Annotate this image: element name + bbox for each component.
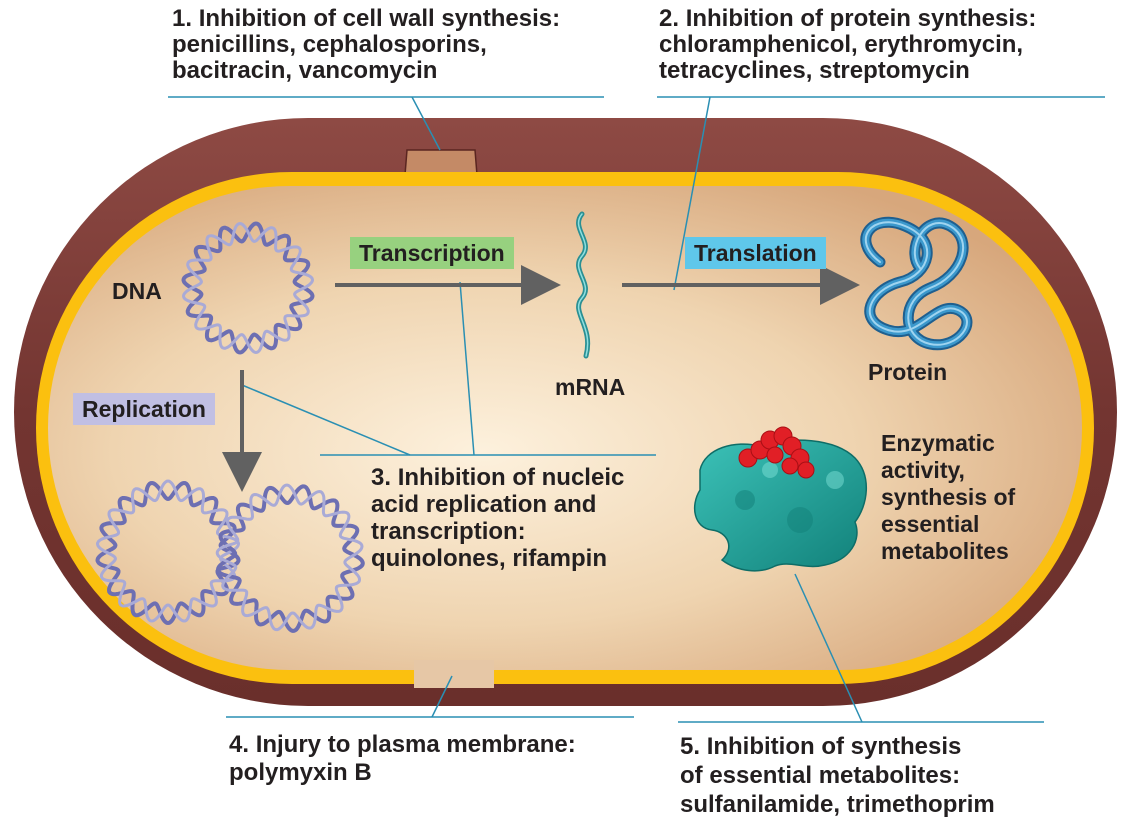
enzyme-icon — [693, 439, 868, 572]
leader-1 — [411, 96, 441, 151]
caption-2: 2. Inhibition of protein synthesis: chlo… — [659, 5, 1037, 84]
dna-label: DNA — [112, 278, 162, 304]
dna-circle-icon — [181, 221, 315, 355]
leader-2 — [673, 96, 711, 291]
caption-1: 1. Inhibition of cell wall synthesis: pe… — [172, 5, 561, 84]
transcription-tag: Transcription — [350, 237, 514, 269]
translation-tag: Translation — [685, 237, 826, 269]
mrna-label: mRNA — [555, 374, 626, 400]
mrna-strand-highlight — [577, 213, 589, 357]
leader-3-a — [459, 281, 475, 456]
protein-icon — [860, 216, 973, 351]
membrane-gap — [414, 660, 494, 688]
caption-4: 4. Injury to plasma membrane: polymyxin … — [229, 731, 576, 786]
leader-5 — [794, 573, 863, 723]
substrate-icon — [738, 426, 815, 479]
protein-label: Protein — [868, 359, 948, 385]
caption-3: 3. Inhibition of nucleic acid replicatio… — [371, 464, 625, 572]
cell-wall-notch — [404, 149, 478, 176]
leader-3-b — [241, 384, 411, 456]
caption-5: 5. Inhibition of synthesis of essential … — [680, 733, 995, 818]
replication-tag: Replication — [73, 393, 215, 425]
process-arrows — [222, 265, 860, 492]
replicated-dna-icon — [95, 479, 365, 633]
leader-lines — [168, 96, 1105, 723]
enzyme-label: Enzymatic activity, synthesis of essenti… — [881, 430, 1016, 564]
leader-4 — [431, 675, 453, 718]
